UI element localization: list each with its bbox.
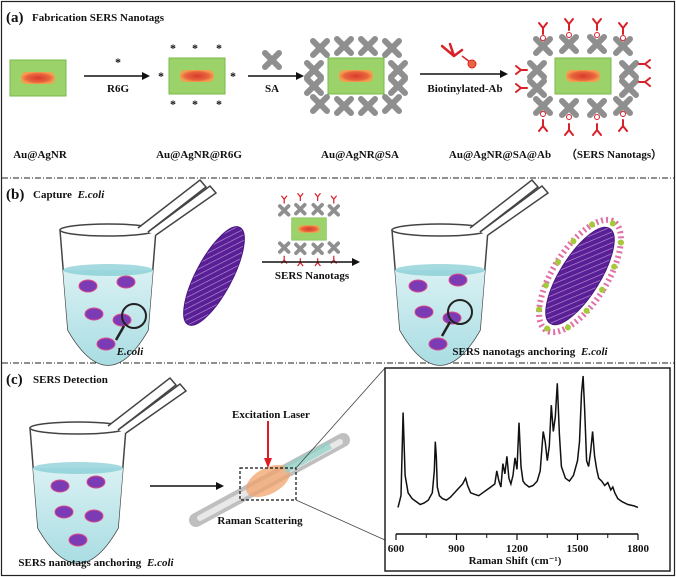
svg-text:*: * xyxy=(230,69,236,83)
spectrum-line xyxy=(397,375,639,509)
nanorod-au-agnr-sa xyxy=(307,39,405,113)
tube-with-labeled-ecoli xyxy=(391,179,549,366)
panel-b-title: Capture E.coli xyxy=(33,189,105,201)
svg-text:*: * xyxy=(192,41,198,55)
nanorod-au-agnr xyxy=(9,59,67,97)
panel-c-title: SERS Detection xyxy=(33,374,108,386)
spectrum-panel xyxy=(384,367,671,572)
magnifier-icon-2 xyxy=(447,299,473,325)
svg-text:*: * xyxy=(158,69,164,83)
x-tick-label-600: 600 xyxy=(388,543,405,555)
svg-text:*: * xyxy=(192,97,198,111)
arrow-label-sers-nanotags: SERS Nanotags xyxy=(275,270,350,282)
nanorod-sers-nanotag xyxy=(515,18,651,136)
x-tick-label-1200: 1200 xyxy=(506,543,529,555)
stage-label-5: （SERS Nanotags） xyxy=(566,148,662,161)
panel-a-title: Fabrication SERS Nanotags xyxy=(32,12,165,24)
stage-label-3: Au@AgNR@SA xyxy=(321,149,399,161)
excitation-laser-label: Excitation Laser xyxy=(232,409,310,421)
svg-text:*: * xyxy=(115,55,121,69)
x-axis-label: Raman Shift (cm⁻¹) xyxy=(469,555,562,567)
nanotag-small xyxy=(277,193,341,267)
svg-text:*: * xyxy=(216,97,222,111)
labeled-ecoli-label: SERS nanotags anchoring E.coli xyxy=(452,346,608,358)
raman-spectrum-chart: 600 900 1200 1500 1800 Raman Shift (cm⁻¹) xyxy=(388,375,650,567)
capillary-tube xyxy=(189,433,350,527)
panel-b-letter: (b) xyxy=(6,187,24,203)
stage-label-4: Au@AgNR@SA@Ab xyxy=(449,149,551,161)
panel-c-letter: (c) xyxy=(6,372,23,388)
arrow-label-biotinylated-ab: Biotinylated-Ab xyxy=(427,83,502,95)
nanorod-au-agnr-r6g: * * * * * * * * xyxy=(158,41,236,111)
svg-text:*: * xyxy=(170,97,176,111)
x-tick-label-1500: 1500 xyxy=(567,543,590,555)
magnifier-icon xyxy=(121,303,147,329)
svg-text:*: * xyxy=(216,41,222,55)
labeled-ecoli-bacterium xyxy=(536,216,624,336)
arrow-label-sa: SA xyxy=(265,83,279,95)
ecoli-bacterium xyxy=(183,226,245,326)
raman-scattering-label: Raman Scattering xyxy=(217,515,303,527)
arrow-label-r6g: R6G xyxy=(107,83,129,95)
tube-with-ecoli xyxy=(59,179,217,366)
tube-detection xyxy=(29,377,187,564)
svg-text:*: * xyxy=(170,41,176,55)
x-tick-label-1800: 1800 xyxy=(627,543,650,555)
detection-bottom-label: SERS nanotags anchoring E.coli xyxy=(18,557,174,569)
stage-label-2: Au@AgNR@R6G xyxy=(156,149,242,161)
ecoli-label: E.coli xyxy=(116,346,145,358)
panel-a-letter: (a) xyxy=(6,10,24,26)
x-tick-label-900: 900 xyxy=(448,543,465,555)
stage-label-1: Au@AgNR xyxy=(13,149,68,161)
